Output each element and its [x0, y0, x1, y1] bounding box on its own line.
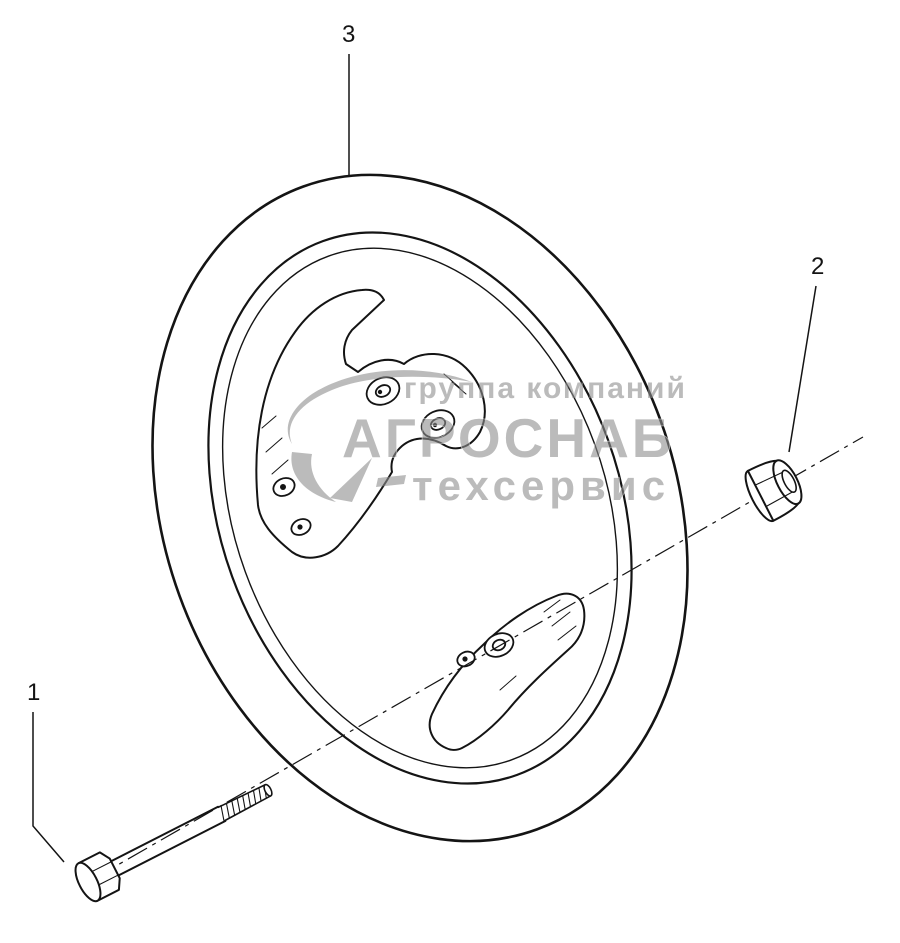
bolt-thread-ticks [220, 784, 267, 822]
part-number-2: 2 [811, 253, 824, 280]
bolt-thread-outline [217, 783, 272, 822]
nut-facet-lines [754, 471, 793, 508]
leader-line-1 [32, 712, 65, 863]
bolt-shank [110, 805, 227, 877]
part-number-3: 3 [342, 21, 355, 48]
center-axis-line [94, 436, 864, 879]
lower-bracket-hatching [499, 599, 577, 691]
upper-bracket-hatching [261, 373, 467, 475]
leader-line-2 [788, 285, 817, 453]
lower-bracket-holes [456, 632, 515, 668]
part-number-1: 1 [27, 679, 40, 706]
bolt-tip [263, 783, 273, 797]
watermark: группа компаний АГРОСНАБ техсервис [287, 370, 687, 510]
watermark-logo-arc [291, 452, 336, 502]
watermark-logo-arrow [330, 458, 372, 502]
bolt-head-face [74, 861, 102, 903]
watermark-line2: АГРОСНАБ [342, 407, 674, 469]
watermark-logo-swoosh [287, 370, 472, 444]
bolt-head-facets [91, 861, 119, 886]
nut-part [744, 459, 803, 523]
watermark-logo-dash [376, 475, 406, 487]
nut-hole [781, 469, 797, 494]
rim-depth-line [221, 247, 619, 769]
lower-bracket [428, 592, 586, 751]
watermark-line1: группа компаний [404, 372, 687, 405]
upper-bracket-holes [272, 376, 456, 536]
watermark-line3: техсервис [412, 462, 670, 509]
part-callouts: 3 2 1 [27, 21, 824, 863]
bolt-part [74, 783, 273, 903]
